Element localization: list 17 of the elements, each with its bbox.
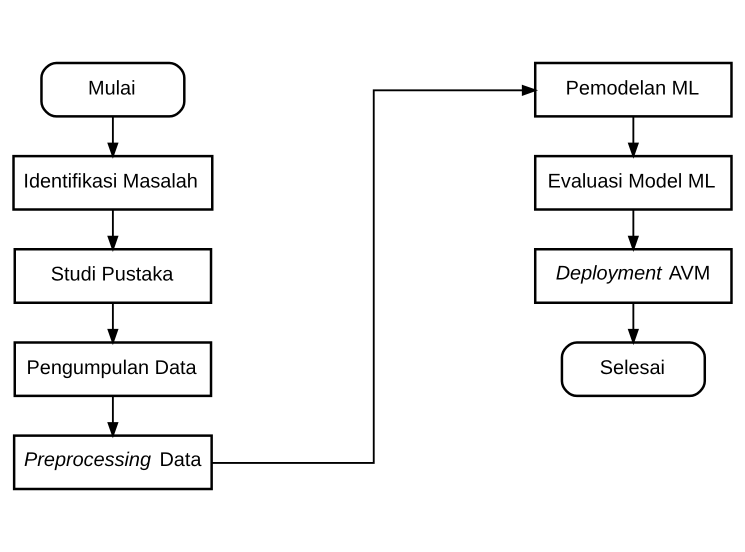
arrow [628,302,640,346]
arrow [212,84,538,464]
arrow [107,302,119,346]
arrow [107,116,119,159]
node-box: Evaluasi Model ML [534,154,733,211]
arrow [107,396,119,438]
arrow [628,210,640,252]
arrow [628,116,640,159]
node-box: Selesai [560,341,706,398]
node-box: Pengumpulan Data [14,341,212,398]
node-box: Preprocessing Data [12,434,213,490]
node-box: Deployment AVM [534,248,733,304]
node-box: Pemodelan ML [534,62,733,118]
node-box: Mulai [40,62,186,118]
arrow [107,210,119,252]
node-box: Identifikasi Masalah [12,154,214,211]
node-box: Studi Pustaka [14,248,212,304]
